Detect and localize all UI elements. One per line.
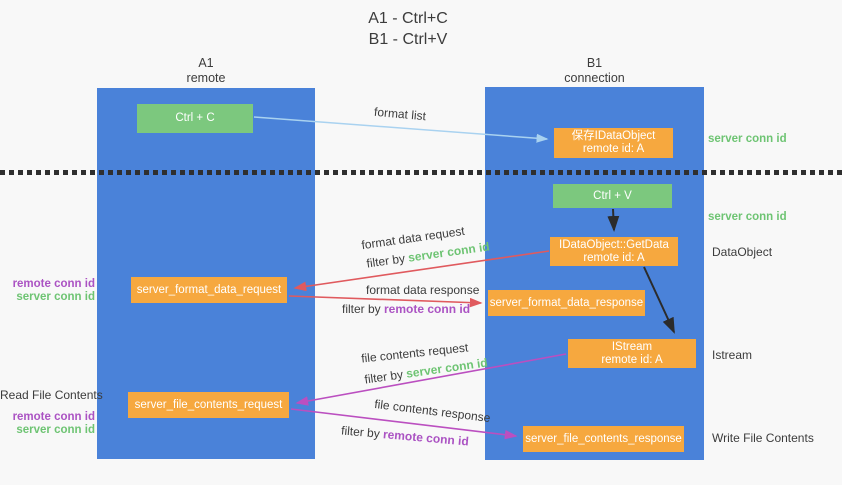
- filter-by-text: filter by: [340, 423, 384, 442]
- node-file-response: server_file_contents_response: [523, 426, 684, 452]
- node-ctrl-c-label: Ctrl + C: [175, 112, 215, 124]
- node-file-request-label: server_file_contents_request: [134, 398, 283, 411]
- edge-label-file-contents-response: file contents response: [373, 396, 492, 426]
- node-file-request: server_file_contents_request: [128, 392, 289, 418]
- node-getdata: IDataObject::GetData remote id: A: [550, 237, 678, 266]
- remote-conn-id-text: remote conn id: [382, 427, 470, 449]
- lane-a1-role: remote: [186, 71, 226, 85]
- node-format-response: server_format_data_response: [488, 290, 645, 316]
- node-ctrl-v-label: Ctrl + V: [593, 189, 632, 202]
- side-label-istream: Istream: [712, 348, 753, 362]
- side-label-server-conn-id-4: server conn id: [16, 424, 95, 436]
- diagram-title-line1: A1 - Ctrl+C: [368, 10, 448, 27]
- filter-by-text: filter by: [365, 250, 410, 271]
- node-getdata-line1: IDataObject::GetData: [559, 238, 669, 251]
- node-getdata-line2: remote id: A: [583, 251, 645, 264]
- node-format-response-label: server_format_data_response: [489, 296, 644, 309]
- lane-b1-name: B1: [586, 56, 603, 70]
- dotted-separator: [0, 170, 842, 175]
- side-label-read-file-contents: Read File Contents: [0, 388, 103, 402]
- node-ctrl-v: Ctrl + V: [553, 184, 672, 208]
- node-istream-line2: remote id: A: [601, 353, 663, 366]
- side-label-remote-conn-id-2: remote conn id: [12, 411, 95, 423]
- node-istream-line1: IStream: [611, 340, 653, 353]
- filter-by-text: filter by: [363, 366, 408, 387]
- lane-a1-name: A1: [198, 56, 214, 70]
- side-label-remote-conn-id-1: remote conn id: [12, 278, 95, 290]
- remote-conn-id-text: remote conn id: [384, 302, 471, 316]
- side-label-dataobject: DataObject: [712, 245, 773, 259]
- node-save-idataobject-line1: 保存IDataObject: [571, 130, 656, 142]
- side-label-server-conn-id-1: server conn id: [708, 133, 787, 145]
- diagram-title-line2: B1 - Ctrl+V: [368, 31, 448, 48]
- filter-by-text: filter by: [342, 302, 385, 316]
- lane-b1-role: connection: [564, 71, 625, 85]
- edge-label-format-data-response: format data response: [366, 283, 480, 297]
- edge-label-format-list: format list: [373, 104, 427, 124]
- side-label-server-conn-id-3: server conn id: [16, 291, 95, 303]
- lane-header-a1: A1 remote: [97, 56, 315, 86]
- edge-label-filter-remote-2: filter by remote conn id: [341, 423, 470, 448]
- node-format-request: server_format_data_request: [131, 277, 287, 303]
- node-save-idataobject: 保存IDataObject remote id: A: [554, 128, 673, 158]
- diagram-title: A1 - Ctrl+C B1 - Ctrl+V: [318, 8, 498, 50]
- edge-label-filter-remote-1: filter by remote conn id: [342, 302, 470, 316]
- node-save-idataobject-line2: remote id: A: [582, 143, 645, 155]
- node-format-request-label: server_format_data_request: [136, 283, 282, 296]
- node-istream: IStream remote id: A: [568, 339, 696, 368]
- node-file-response-label: server_file_contents_response: [525, 432, 682, 445]
- lane-header-b1: B1 connection: [485, 56, 704, 86]
- side-label-server-conn-id-2: server conn id: [708, 211, 787, 223]
- node-ctrl-c: Ctrl + C: [137, 104, 253, 133]
- side-label-write-file-contents: Write File Contents: [712, 431, 814, 445]
